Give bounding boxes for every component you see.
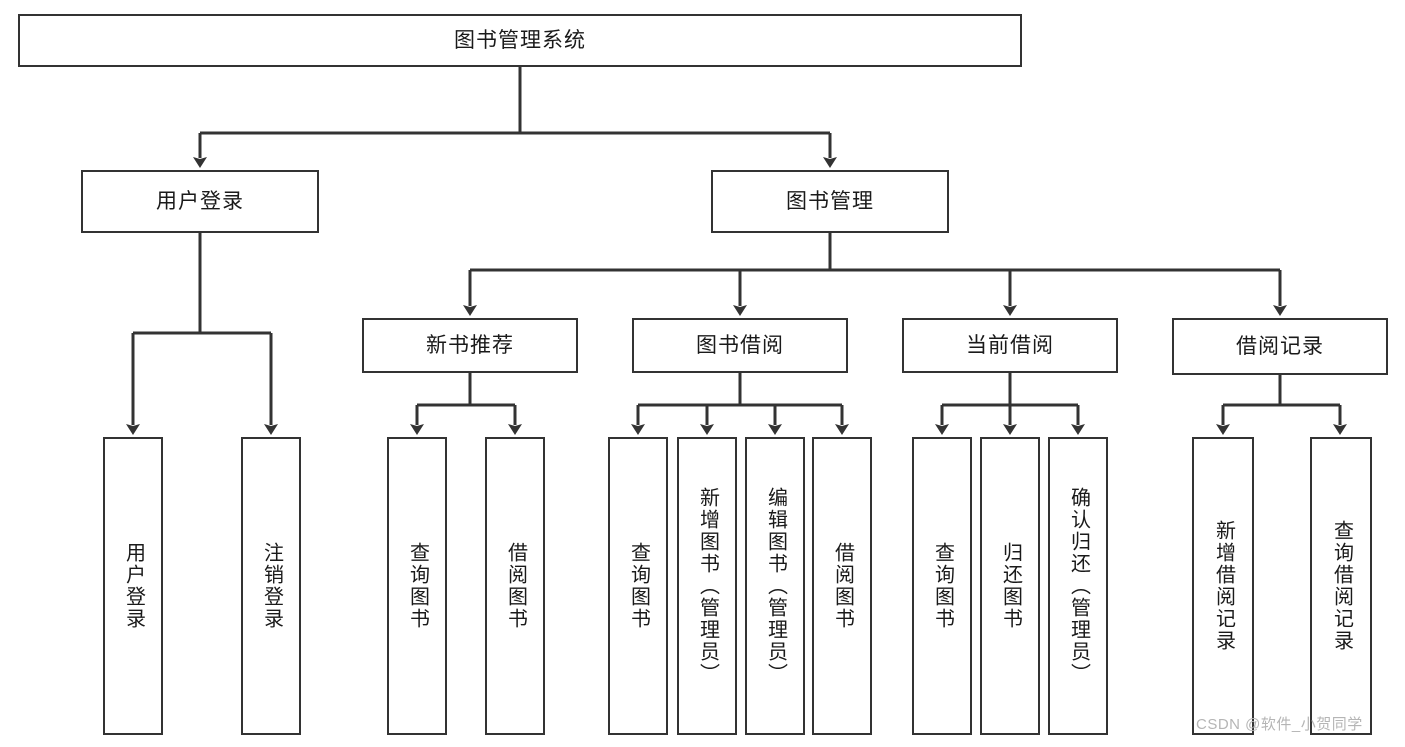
node-label: 新书推荐 [426, 333, 514, 357]
leaf-user-login-logout[interactable]: 注销登录 [241, 437, 301, 735]
leaf-current-confirm-return-admin[interactable]: 确认归还（管理员） [1048, 437, 1108, 735]
node-label: 当前借阅 [966, 333, 1054, 357]
node-borrow-records[interactable]: 借阅记录 [1172, 318, 1388, 375]
leaf-current-return-book[interactable]: 归还图书 [980, 437, 1040, 735]
node-label: 确认归还（管理员） [1067, 487, 1090, 685]
node-label: 借阅图书 [831, 542, 854, 630]
node-label: 注销登录 [260, 542, 283, 630]
leaf-recommend-borrow-book[interactable]: 借阅图书 [485, 437, 545, 735]
node-label: 归还图书 [999, 542, 1022, 630]
node-label: 用户登录 [122, 542, 145, 630]
leaf-current-query-book[interactable]: 查询图书 [912, 437, 972, 735]
node-label: 查询借阅记录 [1330, 520, 1353, 652]
leaf-recommend-query-book[interactable]: 查询图书 [387, 437, 447, 735]
leaf-borrow-add-book-admin[interactable]: 新增图书（管理员） [677, 437, 737, 735]
leaf-records-add-record[interactable]: 新增借阅记录 [1192, 437, 1254, 735]
csdn-watermark: CSDN @软件_小贺同学 [1196, 716, 1363, 733]
node-book-borrow[interactable]: 图书借阅 [632, 318, 848, 373]
node-book-management[interactable]: 图书管理 [711, 170, 949, 233]
node-label: 借阅图书 [504, 542, 527, 630]
node-current-borrow[interactable]: 当前借阅 [902, 318, 1118, 373]
node-label: 新增借阅记录 [1212, 520, 1235, 652]
node-label: 查询图书 [931, 542, 954, 630]
leaf-borrow-borrow-book[interactable]: 借阅图书 [812, 437, 872, 735]
node-label: 图书管理系统 [454, 28, 586, 52]
node-root-system[interactable]: 图书管理系统 [18, 14, 1022, 67]
node-user-login[interactable]: 用户登录 [81, 170, 319, 233]
node-label: 查询图书 [406, 542, 429, 630]
node-new-book-recommend[interactable]: 新书推荐 [362, 318, 578, 373]
node-label: 新增图书（管理员） [696, 487, 719, 685]
node-label: 用户登录 [156, 189, 244, 213]
node-label: 借阅记录 [1236, 334, 1324, 358]
leaf-records-query-record[interactable]: 查询借阅记录 [1310, 437, 1372, 735]
node-label: 查询图书 [627, 542, 650, 630]
leaf-borrow-edit-book-admin[interactable]: 编辑图书（管理员） [745, 437, 805, 735]
leaf-borrow-query-book[interactable]: 查询图书 [608, 437, 668, 735]
node-label: 图书借阅 [696, 333, 784, 357]
leaf-user-login-login[interactable]: 用户登录 [103, 437, 163, 735]
node-label: 图书管理 [786, 189, 874, 213]
node-label: 编辑图书（管理员） [764, 487, 787, 685]
